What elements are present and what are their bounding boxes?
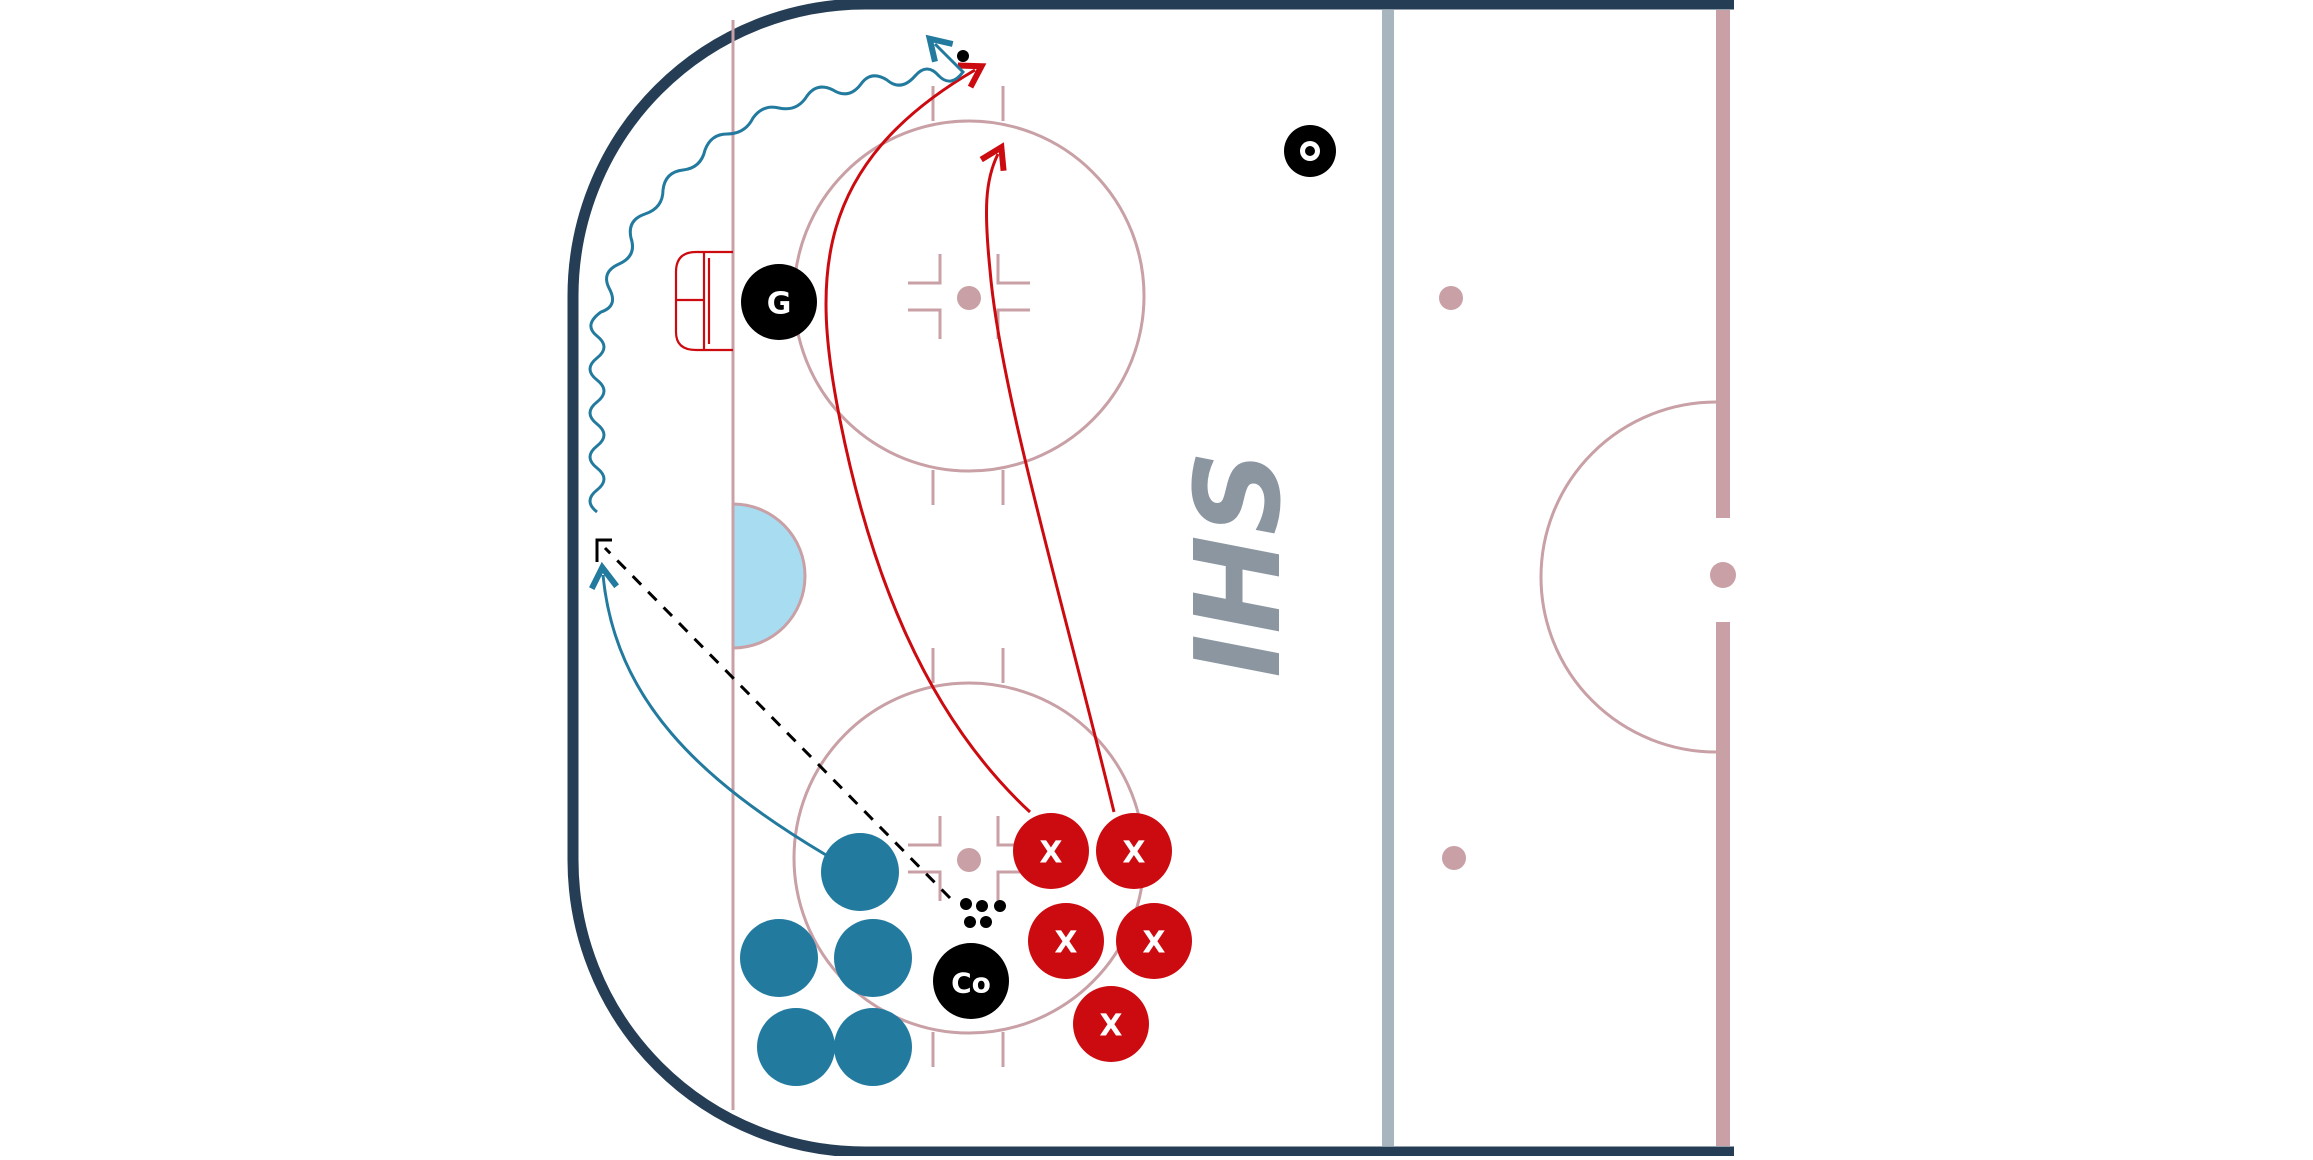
red-player: X — [1073, 986, 1149, 1062]
blue-player — [834, 919, 912, 997]
pass-receive-mark — [595, 538, 612, 562]
blue-player — [757, 1008, 835, 1086]
center-circle — [1539, 400, 1717, 754]
puck-icon — [964, 916, 976, 928]
red-player-label: X — [1099, 1009, 1122, 1044]
center-faceoff-dot — [1710, 562, 1736, 588]
red-player-label: X — [1142, 926, 1165, 961]
red-player: X — [1013, 813, 1089, 889]
goal-net-icon — [674, 250, 733, 352]
puck-icon — [980, 916, 992, 928]
puck-pile — [960, 898, 1006, 928]
goal-crease — [731, 502, 807, 650]
red-player-label: X — [1039, 836, 1062, 871]
goalie-label: G — [767, 287, 792, 322]
center-line — [1716, 622, 1730, 1146]
pass-path — [603, 546, 952, 900]
red-player-label: X — [1054, 926, 1077, 961]
goalie-marker: G — [741, 264, 817, 340]
red-player: X — [1096, 813, 1172, 889]
ihs-logo: IHS — [1169, 450, 1307, 678]
neutral-faceoff-dot — [1442, 846, 1466, 870]
logo-text: IHS — [1169, 450, 1307, 678]
center-line — [1716, 10, 1730, 518]
blue-line — [1382, 10, 1394, 1146]
blue-skate-path — [603, 575, 827, 857]
red-player: X — [1028, 903, 1104, 979]
coach-marker: Co — [933, 943, 1009, 1019]
red-player-label: X — [1122, 836, 1145, 871]
red-skate-path — [986, 154, 1116, 813]
red-player: X — [1116, 903, 1192, 979]
coach-label: Co — [951, 967, 991, 1000]
puck-icon — [957, 50, 969, 62]
red-skate-path — [824, 70, 1032, 814]
blue-player — [740, 919, 818, 997]
top-faceoff-circle — [792, 86, 1146, 505]
puck-icon — [960, 898, 972, 910]
pylon-icon — [1284, 125, 1336, 177]
puck-icon — [994, 900, 1006, 912]
blue-player — [834, 1008, 912, 1086]
puck-icon — [976, 900, 988, 912]
blue-player — [821, 833, 899, 911]
blue-puck-carry-path — [588, 44, 965, 514]
neutral-faceoff-dot — [1439, 286, 1463, 310]
